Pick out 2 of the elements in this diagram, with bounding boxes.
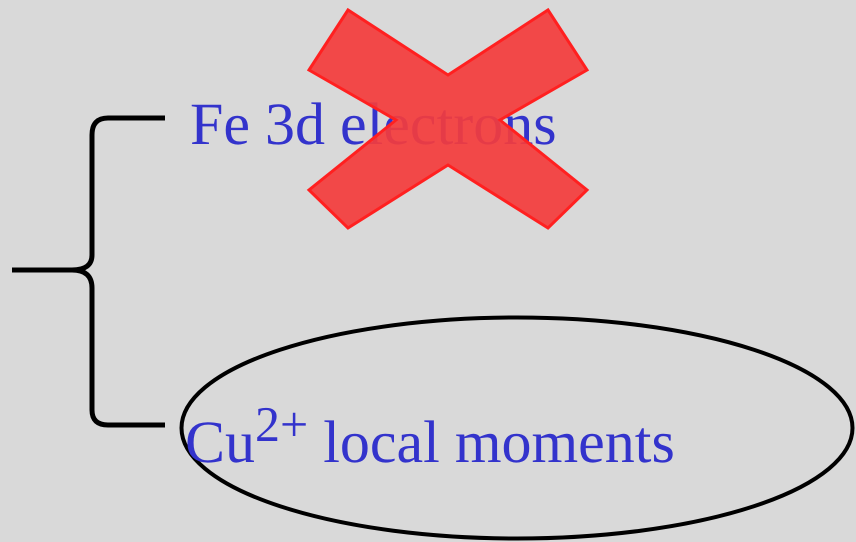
node-label: Cu$^{2+}$ local moments (185, 399, 675, 472)
oval-node (179, 315, 855, 541)
